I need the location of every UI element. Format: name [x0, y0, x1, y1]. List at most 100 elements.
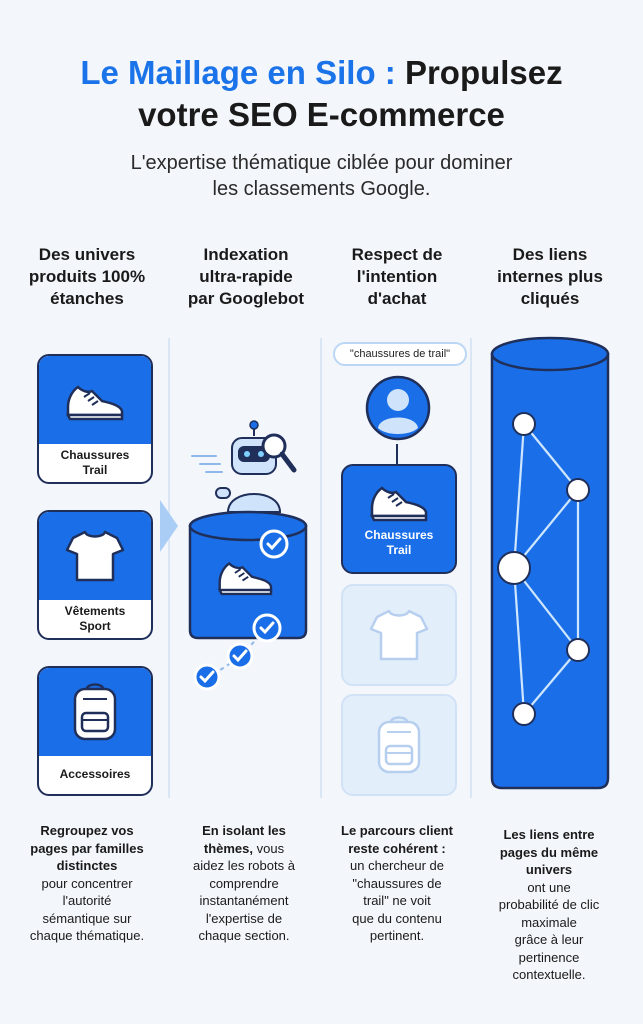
- indexation-illustration: [160, 420, 308, 691]
- desc-line: probabilité de clic: [498, 897, 600, 912]
- desc-line: comprendre: [209, 875, 279, 891]
- intent-card-label: Chaussures: [364, 528, 434, 542]
- desc-line: ont une: [527, 879, 571, 895]
- shoe-icon: [369, 486, 428, 522]
- desc-line: que du contenu: [352, 910, 442, 926]
- heading-line: étanches: [50, 289, 124, 308]
- column-description-3: Le parcours client reste cohérent : un c…: [322, 822, 472, 945]
- arrow-icon: [160, 500, 178, 552]
- heading-line: internes plus: [497, 267, 603, 286]
- card-icon-area: [39, 512, 151, 600]
- tshirt-icon: [369, 609, 429, 661]
- desc-line: vous: [256, 840, 285, 856]
- title-accent: Le Maillage en Silo :: [80, 54, 396, 91]
- search-query-pill: "chaussures de trail": [333, 342, 467, 366]
- silo-card-shoes: Chaussures Trail: [37, 354, 153, 484]
- check-icon: [259, 529, 289, 559]
- user-avatar-icon: [365, 375, 431, 441]
- check-icon: [226, 642, 254, 670]
- heading-line: cliqués: [520, 289, 580, 308]
- heading-line: produits 100%: [28, 267, 146, 286]
- desc-line: l'expertise de: [205, 910, 283, 926]
- check-icon: [252, 613, 282, 643]
- internal-links: [512, 423, 580, 715]
- intent-card-label: Trail: [386, 543, 412, 557]
- silo-card-clothing: Vêtements Sport: [37, 510, 153, 640]
- desc-line: un chercheur de: [350, 858, 444, 873]
- desc-line: contextuelle.: [512, 967, 586, 982]
- card-label-line: Sport: [79, 619, 111, 633]
- desc-line: "chaussures de: [352, 875, 442, 891]
- faded-card-accessories: [341, 694, 457, 796]
- card-label: Vêtements Sport: [39, 600, 151, 634]
- column-heading-3: Respect de l'intention d'achat: [323, 244, 471, 310]
- column-heading-4: Des liens internes plus cliqués: [476, 244, 624, 310]
- connector-line: [396, 444, 398, 464]
- subtitle-line1: L'expertise thématique ciblée pour domin…: [130, 152, 513, 174]
- speed-lines-icon: [191, 455, 223, 473]
- heading-line: Indexation: [203, 245, 289, 264]
- card-icon-area: [39, 668, 151, 756]
- silo-card-accessories: Accessoires: [37, 666, 153, 796]
- desc-bold: distinctes: [56, 858, 118, 873]
- card-label: Chaussures Trail: [39, 444, 151, 478]
- card-label: Accessoires: [39, 756, 151, 782]
- desc-line: pertinence: [518, 949, 580, 965]
- shoe-icon: [217, 561, 273, 596]
- backpack-icon: [377, 716, 421, 774]
- node-icon: [497, 551, 531, 585]
- desc-line: maximale: [521, 914, 577, 930]
- desc-line: chaque thématique.: [29, 928, 145, 943]
- desc-line: grâce à leur: [514, 932, 584, 947]
- check-icon: [193, 663, 221, 691]
- node-icon: [512, 702, 536, 726]
- desc-line: sémantique sur: [42, 910, 132, 926]
- intent-card-shoes: Chaussures Trail: [341, 464, 457, 574]
- desc-line: trail" ne voit: [363, 893, 431, 908]
- card-icon-area: [39, 356, 151, 444]
- cylinder-top: [490, 336, 610, 372]
- card-label-line: Accessoires: [59, 767, 131, 781]
- node-icon: [566, 638, 590, 662]
- subtitle-line2: les classements Google.: [212, 178, 431, 200]
- desc-line: instantanément: [199, 893, 289, 908]
- shoe-icon: [65, 385, 124, 421]
- heading-line: d'achat: [367, 289, 427, 308]
- heading-line: Respect de: [351, 245, 443, 264]
- desc-bold: reste cohérent :: [348, 840, 446, 856]
- desc-line: l'autorité: [62, 893, 112, 908]
- heading-line: Des liens: [512, 245, 588, 264]
- desc-bold: pages par familles: [30, 840, 144, 856]
- subtitle: L'expertise thématique ciblée pour domin…: [60, 150, 583, 202]
- column-divider: [320, 338, 322, 798]
- column-description-2: En isolant les thèmes, vous aidez les ro…: [169, 822, 319, 945]
- title-part: Propulsez: [404, 54, 563, 91]
- column-divider: [470, 338, 472, 798]
- desc-bold: En isolant les: [202, 823, 286, 838]
- column-description-4: Les liens entre pages du même univers on…: [474, 826, 624, 984]
- desc-bold: pages du même: [499, 844, 599, 860]
- heading-line: l'intention: [356, 267, 438, 286]
- desc-bold: Le parcours client: [341, 823, 453, 838]
- desc-line: pour concentrer: [41, 875, 133, 891]
- tshirt-icon: [65, 530, 125, 582]
- desc-line: chaque section.: [198, 928, 290, 943]
- backpack-icon: [73, 683, 117, 741]
- column-divider: [168, 338, 170, 798]
- card-label-line: Trail: [82, 463, 108, 477]
- node-icon: [566, 478, 590, 502]
- page-nodes: [497, 412, 590, 726]
- heading-line: ultra-rapide: [199, 267, 293, 286]
- desc-line: pertinent.: [369, 928, 425, 943]
- node-icon: [512, 412, 536, 436]
- robot-icon: [215, 420, 297, 513]
- desc-bold: Regroupez vos: [40, 823, 134, 838]
- page-title: Le Maillage en Silo : Propulsez votre SE…: [0, 52, 643, 136]
- title-line2: votre SEO E-commerce: [138, 96, 505, 133]
- desc-bold: univers: [525, 862, 573, 877]
- card-label-line: Vêtements: [64, 604, 126, 618]
- desc-line: aidez les robots à: [193, 858, 295, 873]
- desc-bold: thèmes,: [203, 840, 254, 856]
- card-label-line: Chaussures: [60, 448, 130, 462]
- heading-line: par Googlebot: [187, 289, 305, 308]
